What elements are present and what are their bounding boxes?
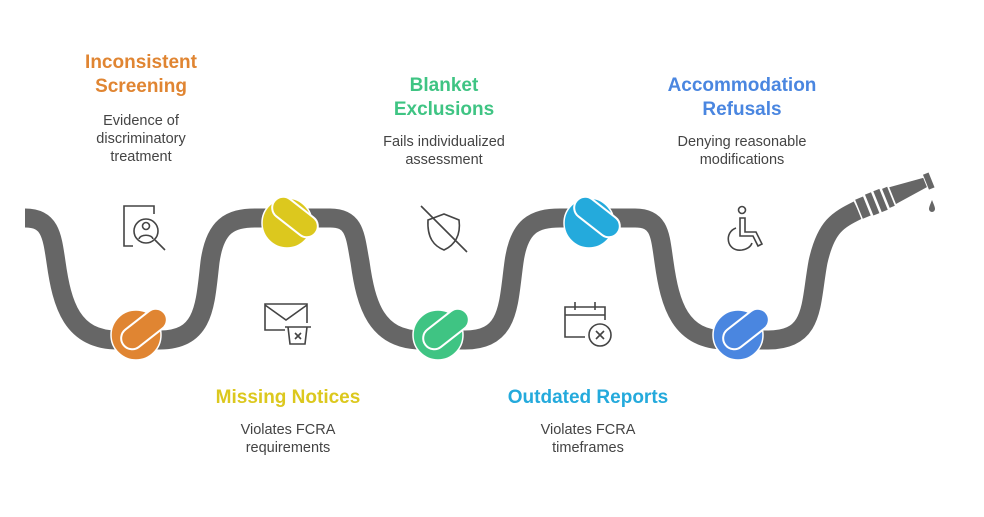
hose-nozzle [853, 172, 935, 221]
knot-accommodation-refusals [712, 307, 770, 361]
item-description: Violates FCRA timeframes [478, 421, 698, 457]
title-line: Accommodation [667, 75, 817, 96]
description-line: treatment [110, 149, 172, 165]
knot-blanket-exclusions [412, 307, 470, 361]
item-description: Evidence of discriminatory treatment [31, 112, 251, 166]
description-line: Evidence of [103, 113, 179, 129]
item-description: Denying reasonable modifications [632, 133, 852, 169]
knot-missing-notices [261, 195, 319, 249]
title-line: Blanket [409, 75, 479, 96]
knot-band [573, 195, 621, 239]
knot-band [271, 195, 319, 239]
description-line: Fails individualized [383, 134, 505, 150]
item-title: Outdated Reports [478, 386, 698, 410]
item-description: Violates FCRA requirements [178, 421, 398, 457]
description-line: requirements [245, 440, 331, 456]
title-line: Screening [95, 76, 187, 97]
water-drop-icon [929, 200, 935, 212]
wheelchair-icon [727, 205, 764, 251]
knot-band [722, 307, 770, 351]
knot-inconsistent-screening [110, 307, 168, 361]
knot-band [422, 307, 470, 351]
item-title: Blanket Exclusions [334, 74, 554, 122]
knot-outdated-reports [563, 195, 621, 249]
item-description: Fails individualized assessment [334, 133, 554, 169]
description-line: modifications [699, 152, 785, 168]
item-title: Inconsistent Screening [31, 51, 251, 99]
title-line: Inconsistent [85, 52, 197, 73]
description-line: timeframes [552, 440, 624, 456]
title-line: Outdated Reports [507, 387, 669, 408]
person-search-icon [123, 205, 166, 251]
description-line: assessment [405, 152, 483, 168]
title-line: Refusals [702, 99, 782, 120]
title-line: Exclusions [393, 99, 495, 120]
item-title: Accommodation Refusals [632, 74, 852, 122]
shield-off-icon [420, 205, 468, 253]
knot-band [120, 307, 168, 351]
description-line: discriminatory [96, 131, 186, 147]
description-line: Denying reasonable [677, 134, 807, 150]
description-line: Violates FCRA [540, 422, 636, 438]
description-line: Violates FCRA [240, 422, 336, 438]
mail-delete-icon [264, 303, 311, 345]
title-line: Missing Notices [215, 387, 361, 408]
item-title: Missing Notices [178, 386, 398, 410]
calendar-cancel-icon [564, 302, 612, 347]
